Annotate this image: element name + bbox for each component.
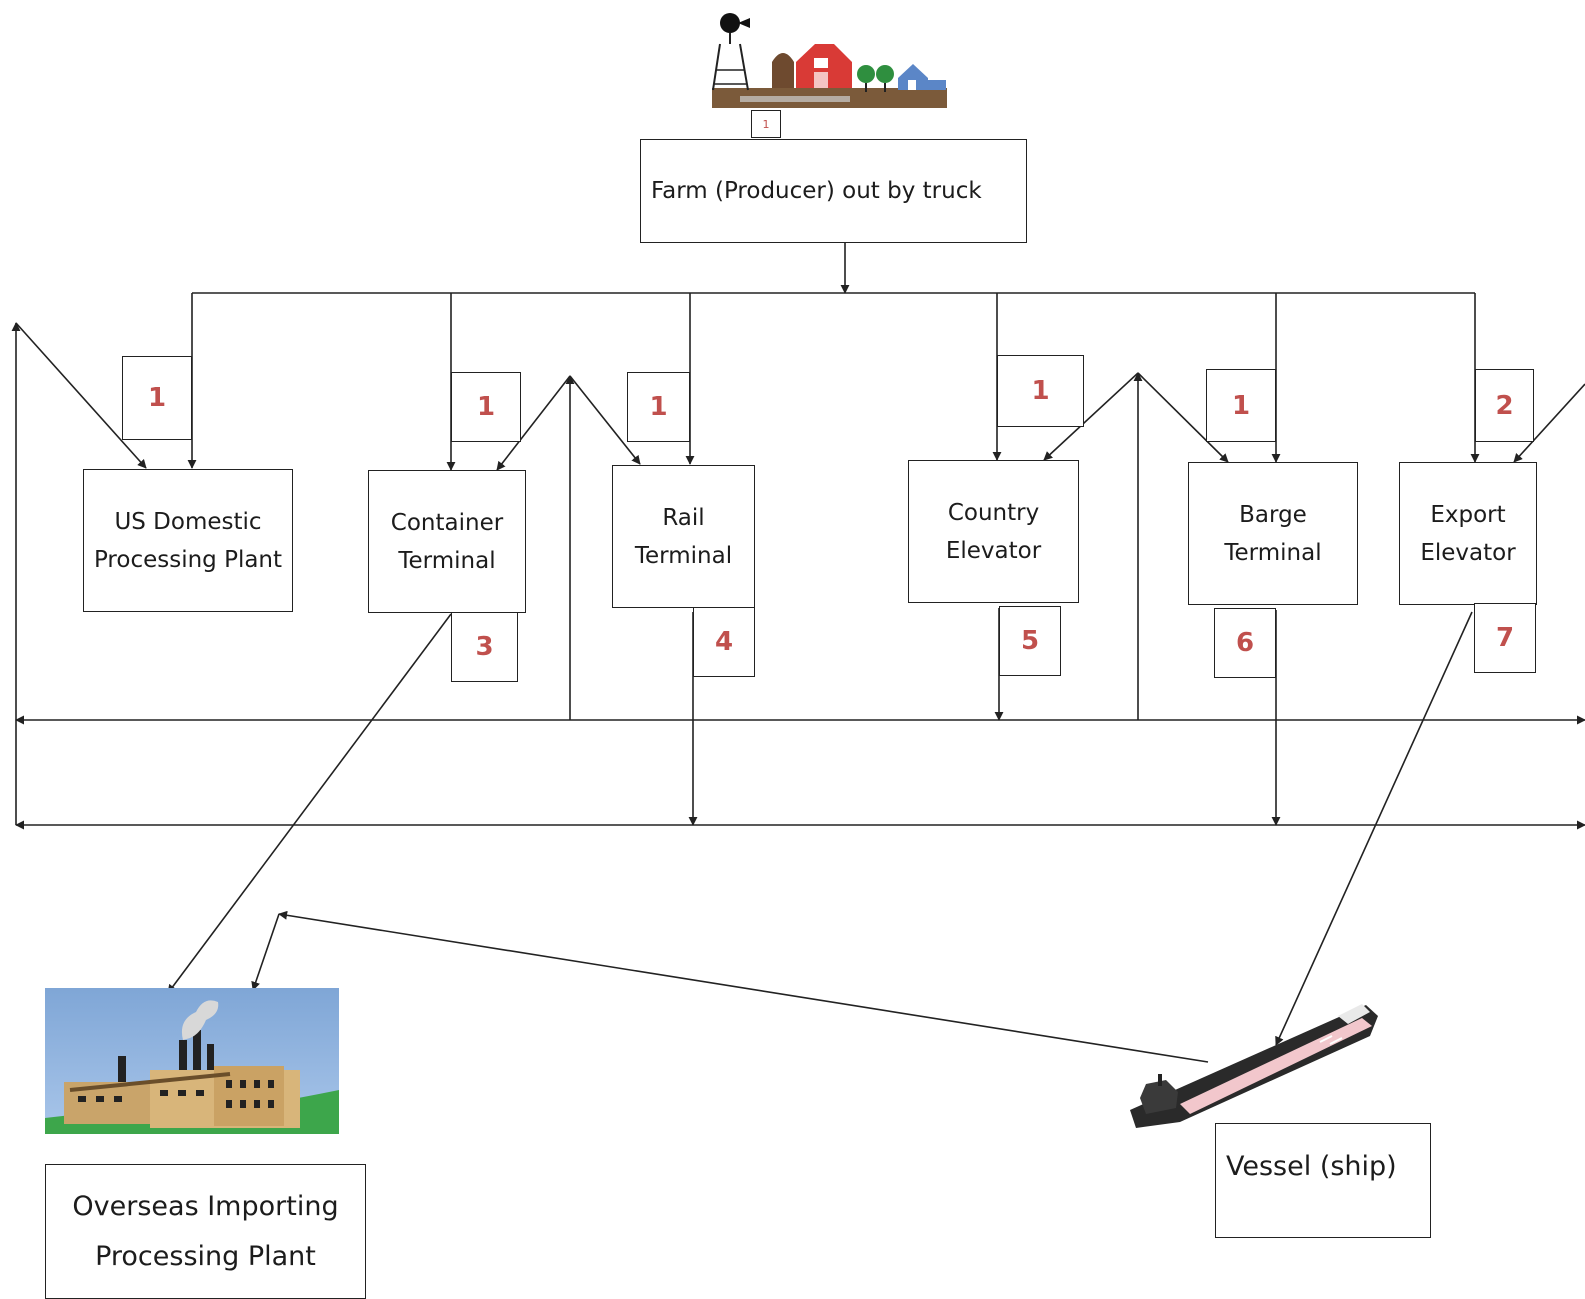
- node-rail-terminal: Rail Terminal: [612, 465, 755, 608]
- connector-lines: [11, 242, 1585, 1063]
- node-rail-line1: Rail: [662, 504, 705, 531]
- tag-country-in: 1: [997, 355, 1084, 427]
- node-barge-line1: Barge: [1239, 501, 1307, 528]
- node-country-line2: Elevator: [945, 537, 1042, 564]
- farm-label: Farm (Producer) out by truck: [651, 178, 982, 204]
- container-to-overseas: [167, 613, 452, 994]
- tag-export-out: 7: [1474, 603, 1536, 673]
- tag-export-in: 2: [1475, 369, 1534, 442]
- node-us-domestic: US Domestic Processing Plant: [83, 469, 293, 612]
- tag-rail-in: 1: [627, 372, 690, 442]
- peak-right-to-barge: [1137, 372, 1229, 463]
- node-container-line2: Terminal: [398, 547, 496, 574]
- tag-container-out: 3: [451, 612, 518, 682]
- node-country-elevator: Country Elevator: [908, 460, 1079, 603]
- vessel-box: Vessel (ship): [1215, 1123, 1431, 1238]
- node-country-line1: Country: [947, 499, 1040, 526]
- overseas-arrow-short: [251, 913, 280, 991]
- export-to-vessel: [1275, 611, 1473, 1046]
- node-us-domestic-line1: US Domestic: [114, 508, 262, 535]
- overseas-plant-box: Overseas Importing Processing Plant: [45, 1164, 366, 1299]
- tag-barge-in: 1: [1206, 369, 1276, 442]
- factory-icon: [45, 988, 339, 1134]
- node-barge-line2: Terminal: [1224, 539, 1322, 566]
- ship-icon: [1130, 1004, 1378, 1128]
- node-container-terminal: Container Terminal: [368, 470, 526, 613]
- peak-left-to-container: [496, 375, 571, 471]
- node-barge-terminal: Barge Terminal: [1188, 462, 1358, 605]
- node-export-line1: Export: [1430, 501, 1506, 528]
- peak-left-to-rail: [569, 375, 641, 465]
- vessel-label: Vessel (ship): [1226, 1151, 1397, 1182]
- node-us-domestic-line2: Processing Plant: [93, 546, 283, 573]
- node-rail-line2: Terminal: [634, 542, 733, 569]
- node-container-line1: Container: [390, 509, 504, 536]
- vessel-to-overseas: [278, 910, 1209, 1063]
- overseas-line2: Processing Plant: [95, 1240, 316, 1272]
- left-to-us: [15, 322, 147, 469]
- tag-rail-out: 4: [693, 607, 755, 677]
- tag-us-in: 1: [122, 356, 192, 440]
- node-export-line2: Elevator: [1420, 539, 1516, 566]
- tag-barge-out: 6: [1214, 608, 1276, 678]
- overseas-line1: Overseas Importing: [72, 1190, 339, 1222]
- farm-box: Farm (Producer) out by truck: [640, 139, 1027, 243]
- peak-right-to-country: [1043, 372, 1139, 461]
- tag-country-out: 5: [999, 606, 1061, 676]
- node-export-elevator: Export Elevator: [1399, 462, 1537, 605]
- farm-tag: 1: [751, 110, 781, 138]
- tag-container-in: 1: [451, 372, 521, 442]
- farm-icon: [712, 13, 947, 108]
- right-to-export: [1513, 383, 1585, 463]
